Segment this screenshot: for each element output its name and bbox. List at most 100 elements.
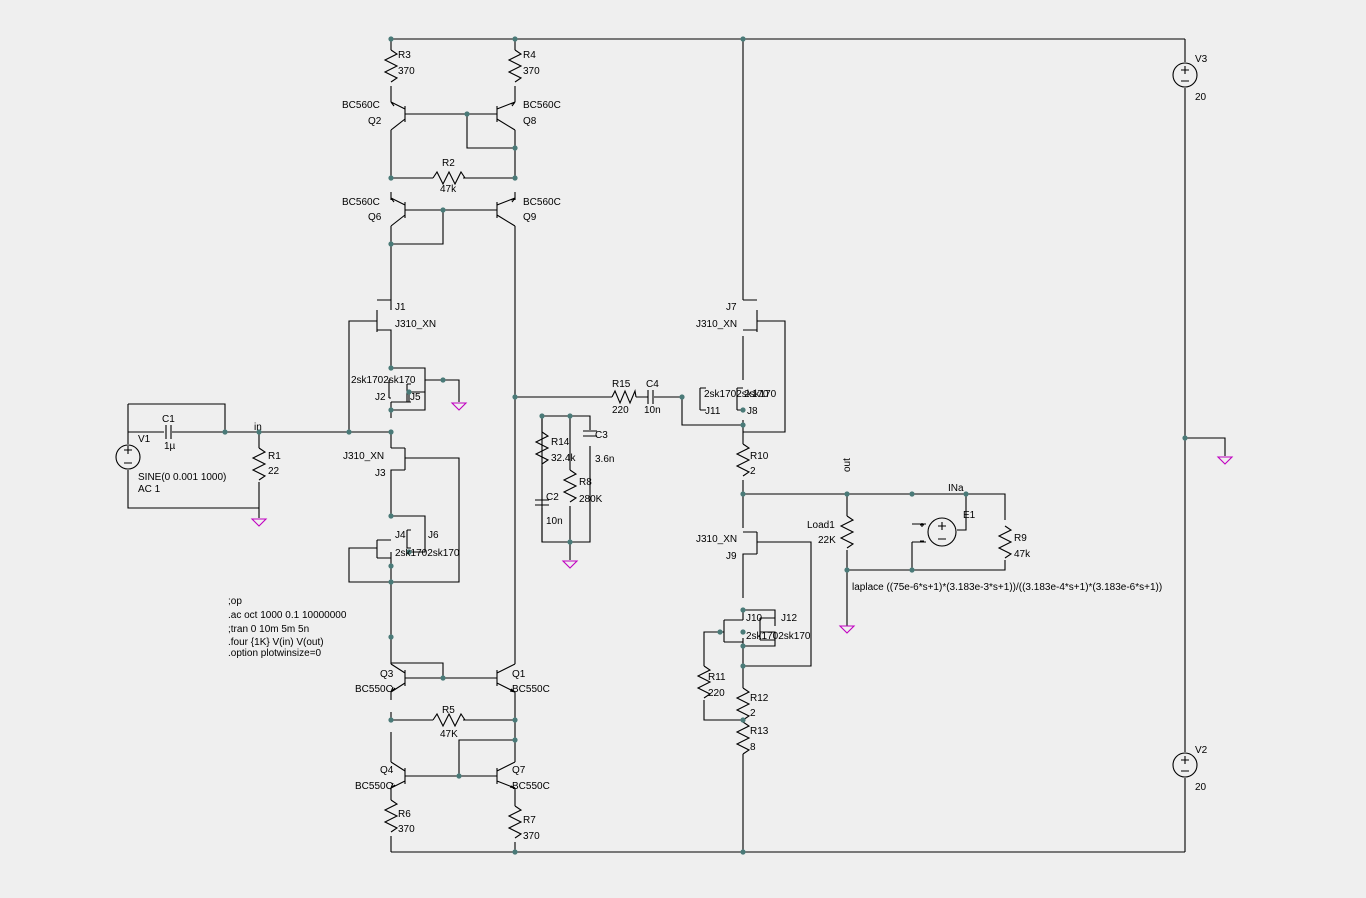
label-q6t: BC560C — [342, 197, 380, 208]
resistor-R7 — [507, 805, 523, 839]
label-v3v: 20 — [1195, 92, 1207, 103]
jfet-J9 — [742, 531, 760, 564]
resistor-R14 — [534, 431, 550, 465]
label-q7t: BC550C — [512, 781, 550, 792]
label-j7t: J310_XN — [696, 319, 737, 330]
label-q9t: BC560C — [523, 197, 561, 208]
label-j5: J5 — [410, 392, 421, 403]
label-e1: E1 — [963, 510, 976, 521]
label-r3: R3 — [398, 50, 411, 61]
label-v3: V3 — [1195, 54, 1208, 65]
label-r14v: 32.4k — [551, 453, 576, 464]
ground-icon — [561, 560, 579, 569]
resistor-R3 — [383, 49, 399, 83]
label-r12v: 2 — [750, 708, 756, 719]
label-load1: Load1 — [807, 520, 835, 531]
label-j10j12t: 2sk1702sk170 — [746, 631, 811, 642]
transistor-Q8 — [491, 101, 516, 131]
transistor-Q9 — [491, 197, 516, 227]
label-r4v: 370 — [523, 66, 540, 77]
label-j11: J11 — [705, 406, 721, 417]
label-q4t: BC550C — [355, 781, 393, 792]
voltage-source-V3 — [1172, 62, 1198, 88]
capacitor-C1 — [165, 425, 172, 439]
capacitor-C4 — [647, 390, 654, 404]
label-c1: C1 — [162, 414, 175, 425]
ground-icon — [838, 625, 856, 634]
label-r5: R5 — [442, 705, 455, 716]
transistors — [375, 101, 775, 790]
label-c4v: 10n — [644, 405, 661, 416]
label-r5v: 47K — [440, 729, 458, 740]
resistor-R9 — [997, 525, 1013, 559]
voltage-sources — [115, 62, 1198, 778]
resistor-R1 — [251, 447, 267, 481]
wires — [127, 38, 1226, 853]
label-r13v: 8 — [750, 742, 756, 753]
label-d4: .four {1K} V(in) V(out) — [228, 637, 324, 648]
resistor-Load1 — [839, 515, 855, 549]
jfet-J2 — [388, 379, 391, 399]
capacitors — [165, 390, 654, 506]
resistor-R10 — [735, 443, 751, 477]
voltage-source-V1 — [115, 444, 141, 470]
label-r2v: 47k — [440, 184, 457, 195]
resistors — [251, 49, 1013, 839]
ground-symbols — [250, 402, 1234, 634]
transistor-Q7 — [491, 761, 516, 789]
label-r10: R10 — [750, 451, 769, 462]
label-q3t: BC550C — [355, 684, 393, 695]
label-v2: V2 — [1195, 745, 1208, 756]
label-r8v: 280K — [579, 494, 603, 505]
label-j3: J3 — [375, 468, 386, 479]
label-q4: Q4 — [380, 765, 394, 776]
jfet-J6 — [406, 529, 411, 549]
ground-icon — [250, 518, 268, 527]
label-r10v: 2 — [750, 466, 756, 477]
jfet-J7 — [743, 299, 760, 332]
label-q9: Q9 — [523, 212, 537, 223]
capacitor-C3 — [583, 430, 597, 437]
resistor-R2 — [432, 170, 466, 186]
ground-icon — [450, 402, 468, 411]
label-c4: C4 — [646, 379, 659, 390]
label-j11j8t: 2sk1702sk170 — [704, 389, 769, 400]
voltage-source-V2 — [1172, 752, 1198, 778]
label-c1v: 1µ — [164, 441, 176, 452]
label-r14: R14 — [551, 437, 570, 448]
label-q6: Q6 — [368, 212, 382, 223]
label-j8v: 2sk170 — [744, 389, 777, 400]
label-d1: ;op — [228, 596, 242, 607]
label-r9v: 47k — [1014, 549, 1031, 560]
label-q2: Q2 — [368, 116, 382, 127]
label-r15v: 220 — [612, 405, 629, 416]
label-q2t: BC560C — [342, 100, 380, 111]
label-r11v: 220 — [708, 688, 725, 699]
label-v2v: 20 — [1195, 782, 1207, 793]
label-j4j6t: 2sk1702sk170 — [395, 548, 460, 559]
label-r6v: 370 — [398, 824, 415, 835]
transistor-Q1 — [491, 663, 516, 693]
jfet-J3 — [390, 447, 409, 484]
jfet-J12 — [759, 617, 775, 641]
resistor-R5 — [432, 712, 466, 728]
resistor-R4 — [507, 49, 523, 83]
label-d3: ;tran 0 10m 5m 5n — [228, 624, 309, 635]
label-j10: J10 — [746, 613, 763, 624]
transistor-Q4 — [389, 761, 411, 790]
label-in: in — [254, 422, 262, 433]
label-c2v: 10n — [546, 516, 563, 527]
label-r3v: 370 — [398, 66, 415, 77]
label-j12: J12 — [781, 613, 798, 624]
label-j4: J4 — [395, 530, 406, 541]
label-j2j5t: 2sk1702sk170 — [351, 375, 416, 386]
label-d5: .option plotwinsize=0 — [228, 648, 322, 659]
jfet-J4 — [375, 539, 391, 559]
label-j2: J2 — [375, 392, 386, 403]
label-lap: laplace ((75e-6*s+1)*(3.183e-3*s+1))/((3… — [852, 582, 1162, 593]
transistor-Q6 — [390, 197, 411, 227]
label-r12: R12 — [750, 693, 769, 704]
transistor-Q2 — [390, 101, 411, 131]
transistor-Q3 — [390, 663, 411, 693]
